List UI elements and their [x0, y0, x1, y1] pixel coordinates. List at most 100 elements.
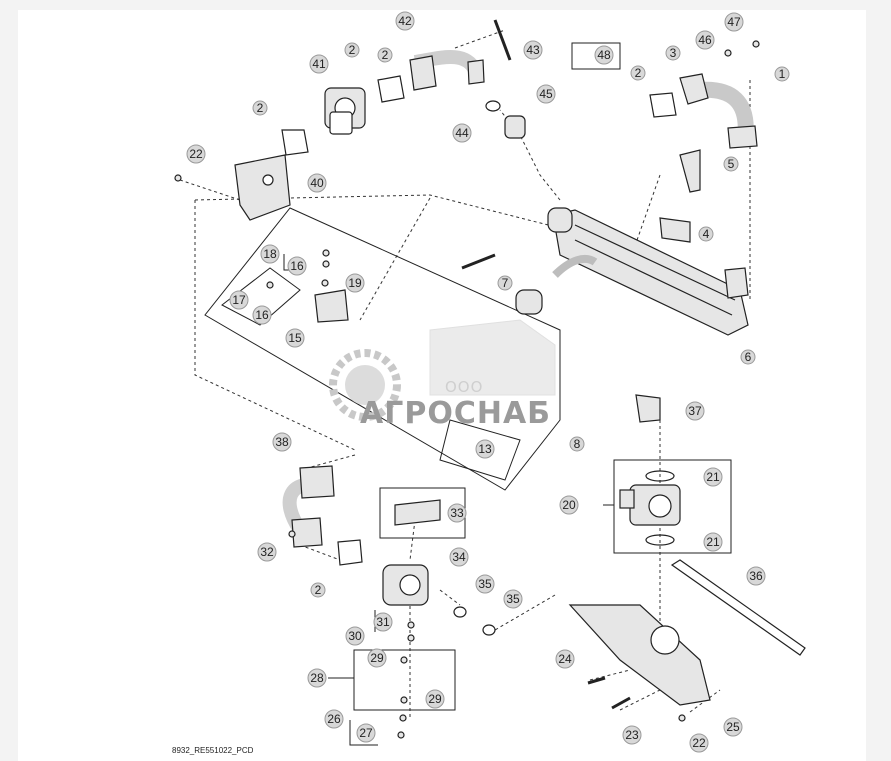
callout-badge: 36	[746, 566, 766, 586]
callout-number: 3	[670, 46, 677, 60]
callout-badge: 13	[475, 439, 495, 459]
callout-badge: 2	[630, 65, 646, 81]
callout-badge: 44	[452, 123, 472, 143]
callout-circle	[559, 495, 579, 515]
callout-circle	[287, 256, 307, 276]
callout-badge: 43	[523, 40, 543, 60]
callout-badge: 34	[449, 547, 469, 567]
callout-circle	[594, 45, 614, 65]
callout-badge: 45	[536, 84, 556, 104]
callout-circle	[569, 436, 585, 452]
callout-badge: 17	[229, 290, 249, 310]
callout-badge: 2	[344, 42, 360, 58]
callout-badge: 5	[723, 156, 739, 172]
callout-number: 43	[526, 43, 540, 57]
callout-badge: 46	[695, 30, 715, 50]
callout-number: 31	[376, 615, 390, 629]
callout-badge: 28	[307, 668, 327, 688]
callout-badge: 7	[497, 275, 513, 291]
callout-circle	[356, 723, 376, 743]
flexible-pipe-3-icon	[679, 73, 758, 149]
callout-number: 23	[625, 728, 639, 742]
callout-badge: 16	[252, 305, 272, 325]
callout-circle	[475, 574, 495, 594]
callout-circle	[186, 144, 206, 164]
callout-number: 41	[312, 57, 326, 71]
sensor-bracket-33-icon	[394, 499, 441, 526]
callout-badge: 15	[285, 328, 305, 348]
callout-circle	[272, 432, 292, 452]
callout-number: 37	[688, 404, 702, 418]
callout-badge: 8	[569, 436, 585, 452]
callout-badge: 18	[260, 244, 280, 264]
bracket-40-icon	[234, 154, 291, 221]
callout-circle	[723, 156, 739, 172]
callout-badge: 22	[689, 733, 709, 753]
callout-circle	[475, 439, 495, 459]
callout-badge: 19	[345, 273, 365, 293]
callout-badge: 29	[367, 648, 387, 668]
callout-badge: 1	[774, 66, 790, 82]
callout-circle	[695, 30, 715, 50]
callout-number: 1	[779, 67, 786, 81]
callout-circle	[395, 11, 415, 31]
callout-number: 32	[260, 545, 274, 559]
callout-circle	[774, 66, 790, 82]
callout-badge: 48	[594, 45, 614, 65]
small-brackets-icon	[314, 149, 701, 323]
callout-number: 42	[398, 14, 412, 28]
manifold-gasket-36-icon	[670, 559, 806, 656]
callout-circle	[345, 626, 365, 646]
callout-badge: 25	[723, 717, 743, 737]
callout-number: 25	[726, 720, 740, 734]
callout-circle	[425, 689, 445, 709]
callout-circle	[345, 273, 365, 293]
callout-badge: 38	[272, 432, 292, 452]
callout-circle	[367, 648, 387, 668]
callout-badge: 41	[309, 54, 329, 74]
callout-number: 21	[706, 535, 720, 549]
callout-number: 38	[275, 435, 289, 449]
callout-number: 22	[692, 736, 706, 750]
callout-number: 28	[310, 671, 324, 685]
throttle-valve-20-icon	[619, 484, 681, 526]
callout-circle	[703, 467, 723, 487]
callout-circle	[260, 244, 280, 264]
callout-circle	[310, 582, 326, 598]
callout-number: 45	[539, 87, 553, 101]
callout-circle	[344, 42, 360, 58]
callout-number: 29	[428, 692, 442, 706]
callout-badge: 40	[307, 173, 327, 193]
callout-badge: 29	[425, 689, 445, 709]
callout-circle	[252, 305, 272, 325]
callout-badge: 27	[356, 723, 376, 743]
callout-badge: 24	[555, 649, 575, 669]
callout-badge: 3	[665, 45, 681, 61]
callout-number: 48	[597, 48, 611, 62]
callout-number: 36	[749, 569, 763, 583]
callout-badge: 30	[345, 626, 365, 646]
callout-number: 27	[359, 726, 373, 740]
callout-number: 6	[745, 350, 752, 364]
valve-body-34-icon	[382, 564, 429, 606]
callout-circle	[285, 328, 305, 348]
callout-circle	[449, 547, 469, 567]
callout-circle	[740, 349, 756, 365]
callout-badge: 33	[447, 503, 467, 523]
callout-number: 2	[382, 48, 389, 62]
callout-circle	[703, 532, 723, 552]
callout-circle	[373, 612, 393, 632]
o-ring-icons	[453, 100, 675, 636]
parts	[174, 19, 806, 739]
coupler-45-icon	[504, 115, 526, 139]
callout-circle	[689, 733, 709, 753]
callout-number: 13	[478, 442, 492, 456]
callout-number: 7	[502, 276, 509, 290]
callout-number: 20	[562, 498, 576, 512]
callout-badge: 20	[559, 495, 579, 515]
callout-circle	[252, 100, 268, 116]
callout-badge: 21	[703, 467, 723, 487]
